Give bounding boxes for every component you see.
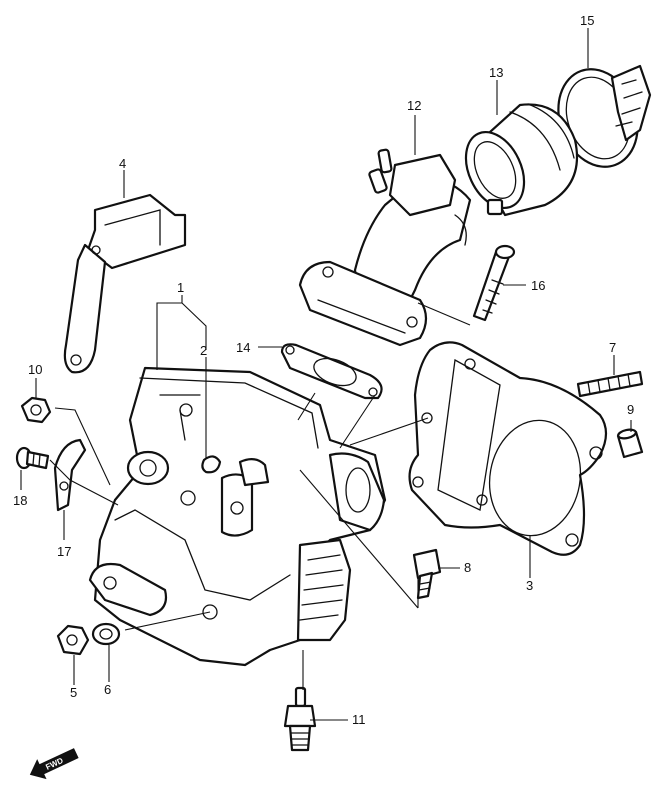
nut-part-10	[20, 396, 52, 424]
callout-4: 4	[119, 156, 126, 171]
callout-14: 14	[236, 340, 250, 355]
dowel-pin-part-9	[616, 428, 644, 459]
gasket-part-14	[280, 343, 383, 400]
callout-9: 9	[627, 402, 634, 417]
fwd-label: FWD	[44, 756, 65, 772]
callout-1: 1	[177, 280, 184, 295]
callout-labels: 1 2 3 4 5 6 7 8 9 10 11 12 13 14 15 16 1…	[13, 13, 634, 727]
callout-17: 17	[57, 544, 71, 559]
callout-10: 10	[28, 362, 42, 377]
callout-2: 2	[200, 343, 207, 358]
leader-lines	[20, 28, 632, 721]
callout-13: 13	[489, 65, 503, 80]
clamp-part-15	[557, 64, 652, 168]
callout-3: 3	[526, 578, 533, 593]
bolt-part-8	[412, 548, 442, 600]
cylinder-head-part-1	[88, 366, 387, 667]
callout-11: 11	[352, 712, 366, 727]
callout-6: 6	[104, 682, 111, 697]
head-gasket-part-3	[408, 341, 608, 556]
bolt-part-16	[472, 244, 516, 322]
callout-12: 12	[407, 98, 421, 113]
stud-bolt-part-7	[576, 370, 644, 398]
spark-plug-part-11	[283, 686, 317, 752]
washer-part-6	[91, 622, 121, 646]
callout-16: 16	[531, 278, 545, 293]
callout-15: 15	[580, 13, 594, 28]
callout-8: 8	[464, 560, 471, 575]
callout-18: 18	[13, 493, 27, 508]
intake-pipe-part-13	[464, 103, 579, 217]
fwd-arrow: FWD	[29, 748, 79, 780]
intake-manifold-part-12	[298, 148, 472, 347]
clip-part-2	[201, 455, 222, 474]
bracket-part-4	[63, 193, 187, 374]
callout-5: 5	[70, 685, 77, 700]
bolt-part-18	[15, 446, 50, 470]
nut-part-5	[56, 624, 90, 656]
plate-part-17	[53, 438, 87, 512]
callout-7: 7	[609, 340, 616, 355]
